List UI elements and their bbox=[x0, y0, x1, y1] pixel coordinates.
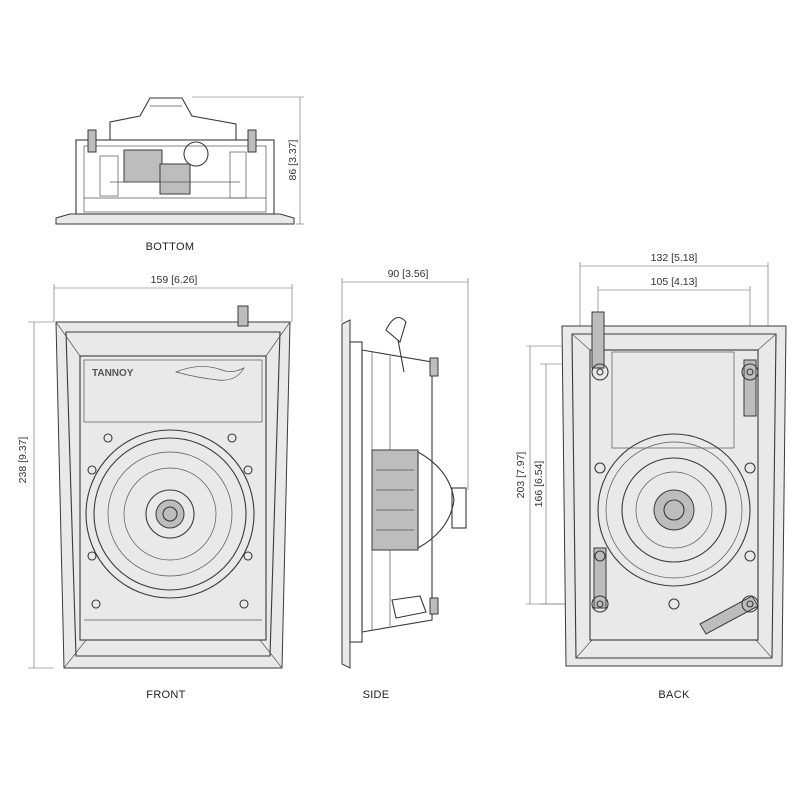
bottom-view: 86 [3.37] BOTTOM bbox=[55, 96, 304, 253]
side-view: 90 [3.56] SIDE bbox=[341, 268, 469, 701]
front-view: 159 [6.26] 238 [9.37] TANNOY bbox=[17, 274, 293, 701]
back-inner-height-dimension: 166 [6.54] bbox=[533, 461, 545, 508]
side-view-label: SIDE bbox=[363, 689, 390, 701]
bottom-height-dimension: 86 [3.37] bbox=[287, 139, 299, 180]
front-width-dimension: 159 [6.26] bbox=[151, 274, 198, 286]
back-outer-height-dimension: 203 [7.97] bbox=[515, 452, 527, 499]
side-depth-dimension: 90 [3.56] bbox=[388, 268, 429, 280]
front-view-label: FRONT bbox=[146, 689, 185, 701]
back-inner-width-dimension: 105 [4.13] bbox=[651, 276, 698, 288]
front-height-dimension: 238 [9.37] bbox=[17, 437, 29, 484]
back-screws bbox=[591, 363, 759, 613]
brand-logo: TANNOY bbox=[92, 368, 134, 379]
front-screws bbox=[87, 433, 253, 609]
back-outer-width-dimension: 132 [5.18] bbox=[651, 252, 698, 264]
back-view-label: BACK bbox=[658, 689, 690, 701]
back-view: 132 [5.18] 105 [4.13] 203 [7.97] 166 [6.… bbox=[515, 252, 787, 701]
bottom-view-label: BOTTOM bbox=[146, 241, 195, 253]
